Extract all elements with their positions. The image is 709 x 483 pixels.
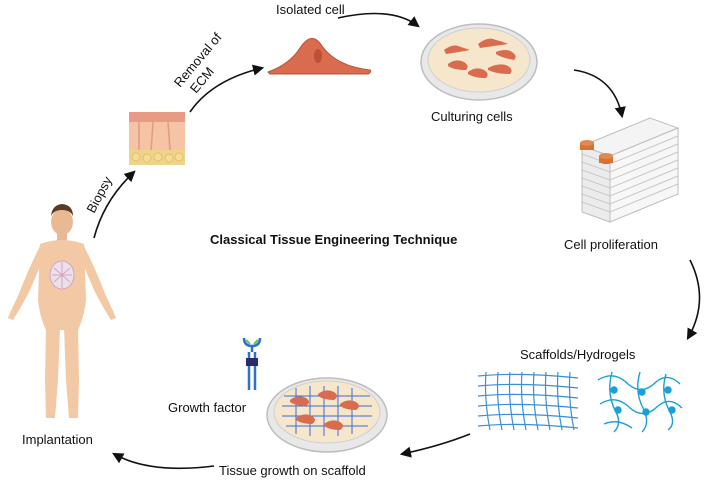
label-tissue-growth: Tissue growth on scaffold <box>219 463 366 478</box>
label-cell-proliferation: Cell proliferation <box>564 237 658 252</box>
label-scaffolds: Scaffolds/Hydrogels <box>520 347 636 362</box>
diagram-title: Classical Tissue Engineering Technique <box>210 232 457 247</box>
to-implantation-arrow <box>112 452 215 470</box>
scaffold-mesh-icon <box>477 371 579 431</box>
removal-ecm-arrow <box>189 64 265 113</box>
isolated-cell-icon <box>267 38 372 75</box>
cell-factory-icon <box>580 117 680 223</box>
to-tissue-growth-arrow <box>399 433 471 458</box>
tissue-block-icon <box>129 112 185 165</box>
to-proliferation-arrow <box>573 69 626 119</box>
label-culturing-cells: Culturing cells <box>431 109 513 124</box>
to-culture-arrow <box>337 12 420 28</box>
label-implantation: Implantation <box>22 432 93 447</box>
label-growth-factor: Growth factor <box>168 400 247 415</box>
culture-dish-icon <box>420 23 538 101</box>
to-scaffolds-arrow <box>686 259 701 340</box>
label-biopsy: Biopsy <box>83 173 115 215</box>
label-isolated-cell: Isolated cell <box>276 2 345 17</box>
hydrogel-network-icon <box>597 371 683 433</box>
biopsy-arrow <box>93 170 136 239</box>
human-figure-icon <box>8 204 116 418</box>
scaffold-dish-icon <box>266 377 388 453</box>
growth-factor-icon <box>242 337 262 390</box>
